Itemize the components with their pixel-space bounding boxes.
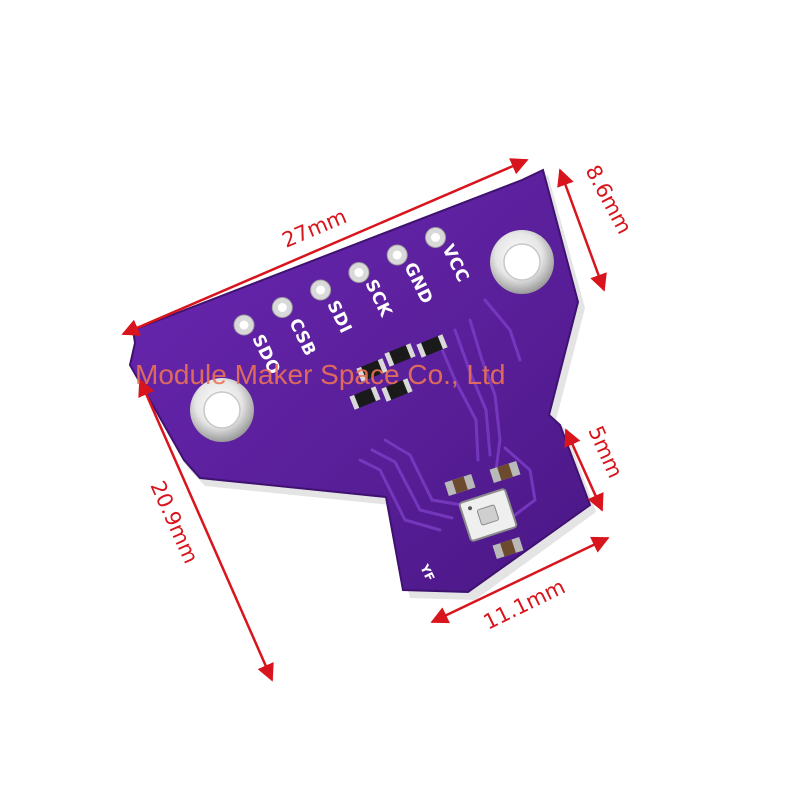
dimension-tab-line — [557, 168, 607, 292]
smd-resistors — [349, 334, 448, 410]
dimension-width-line — [121, 158, 529, 336]
mounting-hole-right — [490, 230, 554, 294]
header-pad-hole — [316, 285, 326, 295]
header-pad-hole — [431, 233, 440, 242]
header-pad-hole — [392, 250, 402, 260]
dimension-lines — [121, 158, 610, 682]
header-pad-hole — [277, 303, 287, 312]
pcb-traces — [358, 298, 537, 532]
dimension-step-label: 5mm — [583, 422, 627, 481]
header-pad-hole — [239, 320, 249, 330]
dimension-width-label: 27mm — [279, 204, 351, 253]
dimension-tab-label: 8.6mm — [581, 161, 637, 238]
watermark-text: Module Maker Space Co., Ltd — [135, 359, 505, 390]
dimension-step-line — [564, 428, 604, 512]
header-pad-hole — [354, 268, 364, 277]
dimension-bottom-line — [430, 536, 610, 624]
dimension-height-label: 20.9mm — [145, 477, 203, 567]
dimension-height-line — [138, 378, 274, 682]
